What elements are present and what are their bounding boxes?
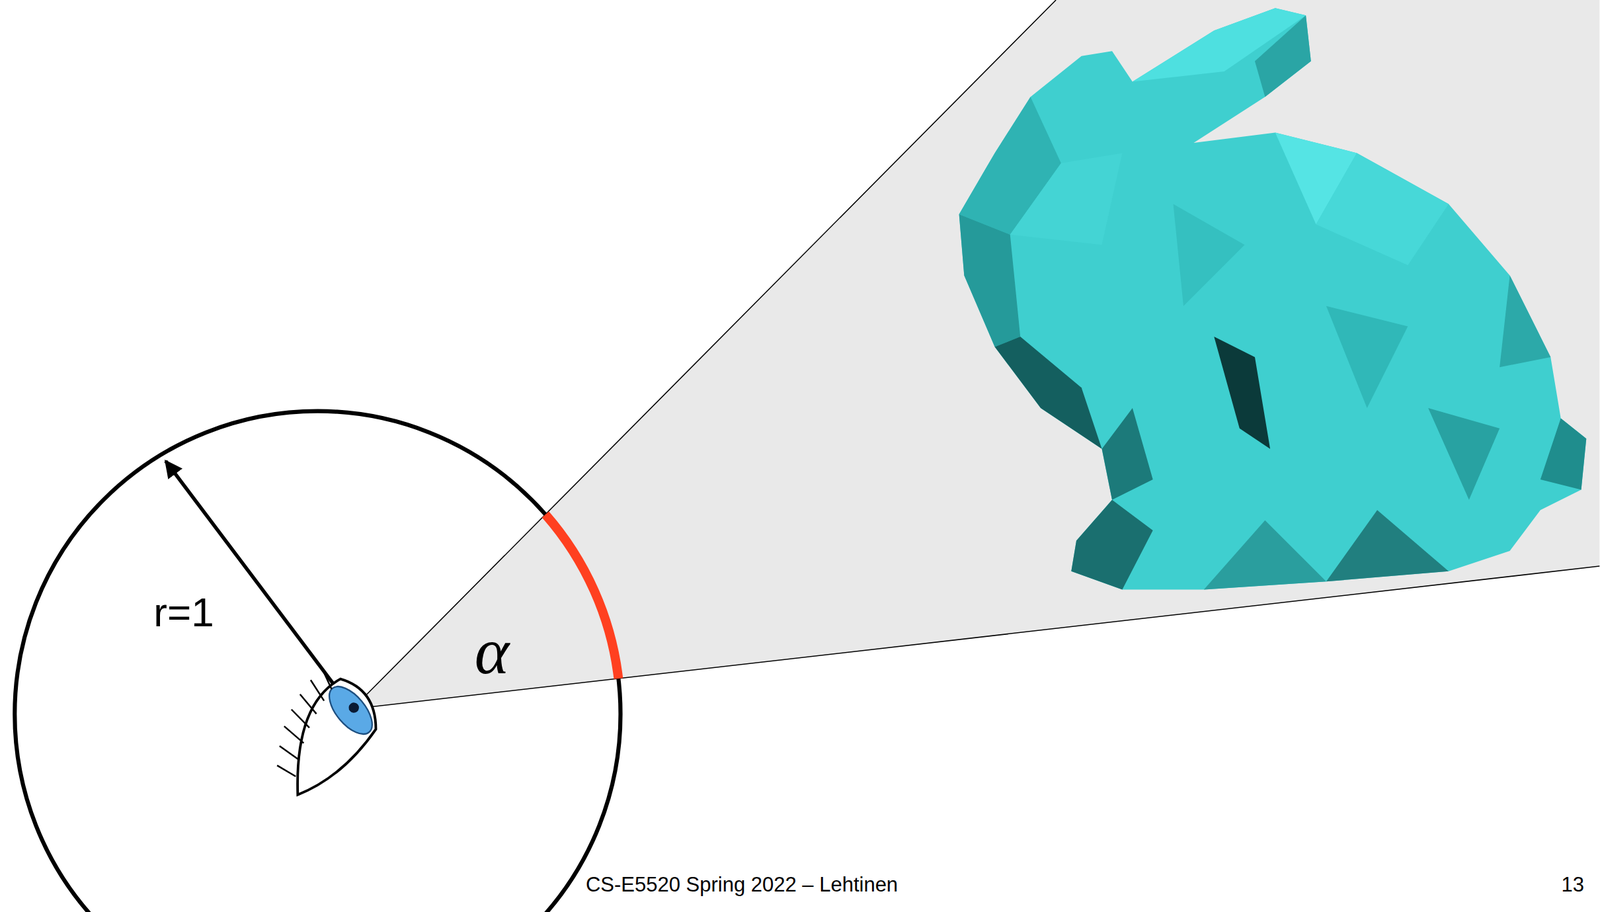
bunny <box>959 7 1587 590</box>
page-number: 13 <box>1561 874 1585 895</box>
footer-text: CS-E5520 Spring 2022 – Lehtinen <box>585 874 898 895</box>
view-ray <box>352 565 1600 709</box>
solid-angle-arc <box>545 514 619 679</box>
unit-circle <box>14 411 621 912</box>
view-ray <box>352 0 1056 709</box>
radius-label: r=1 <box>153 591 214 633</box>
angle-symbol: α <box>474 618 510 685</box>
radius-arrow <box>165 460 353 709</box>
eye-icon <box>245 657 392 800</box>
view-wedge <box>352 0 1600 709</box>
